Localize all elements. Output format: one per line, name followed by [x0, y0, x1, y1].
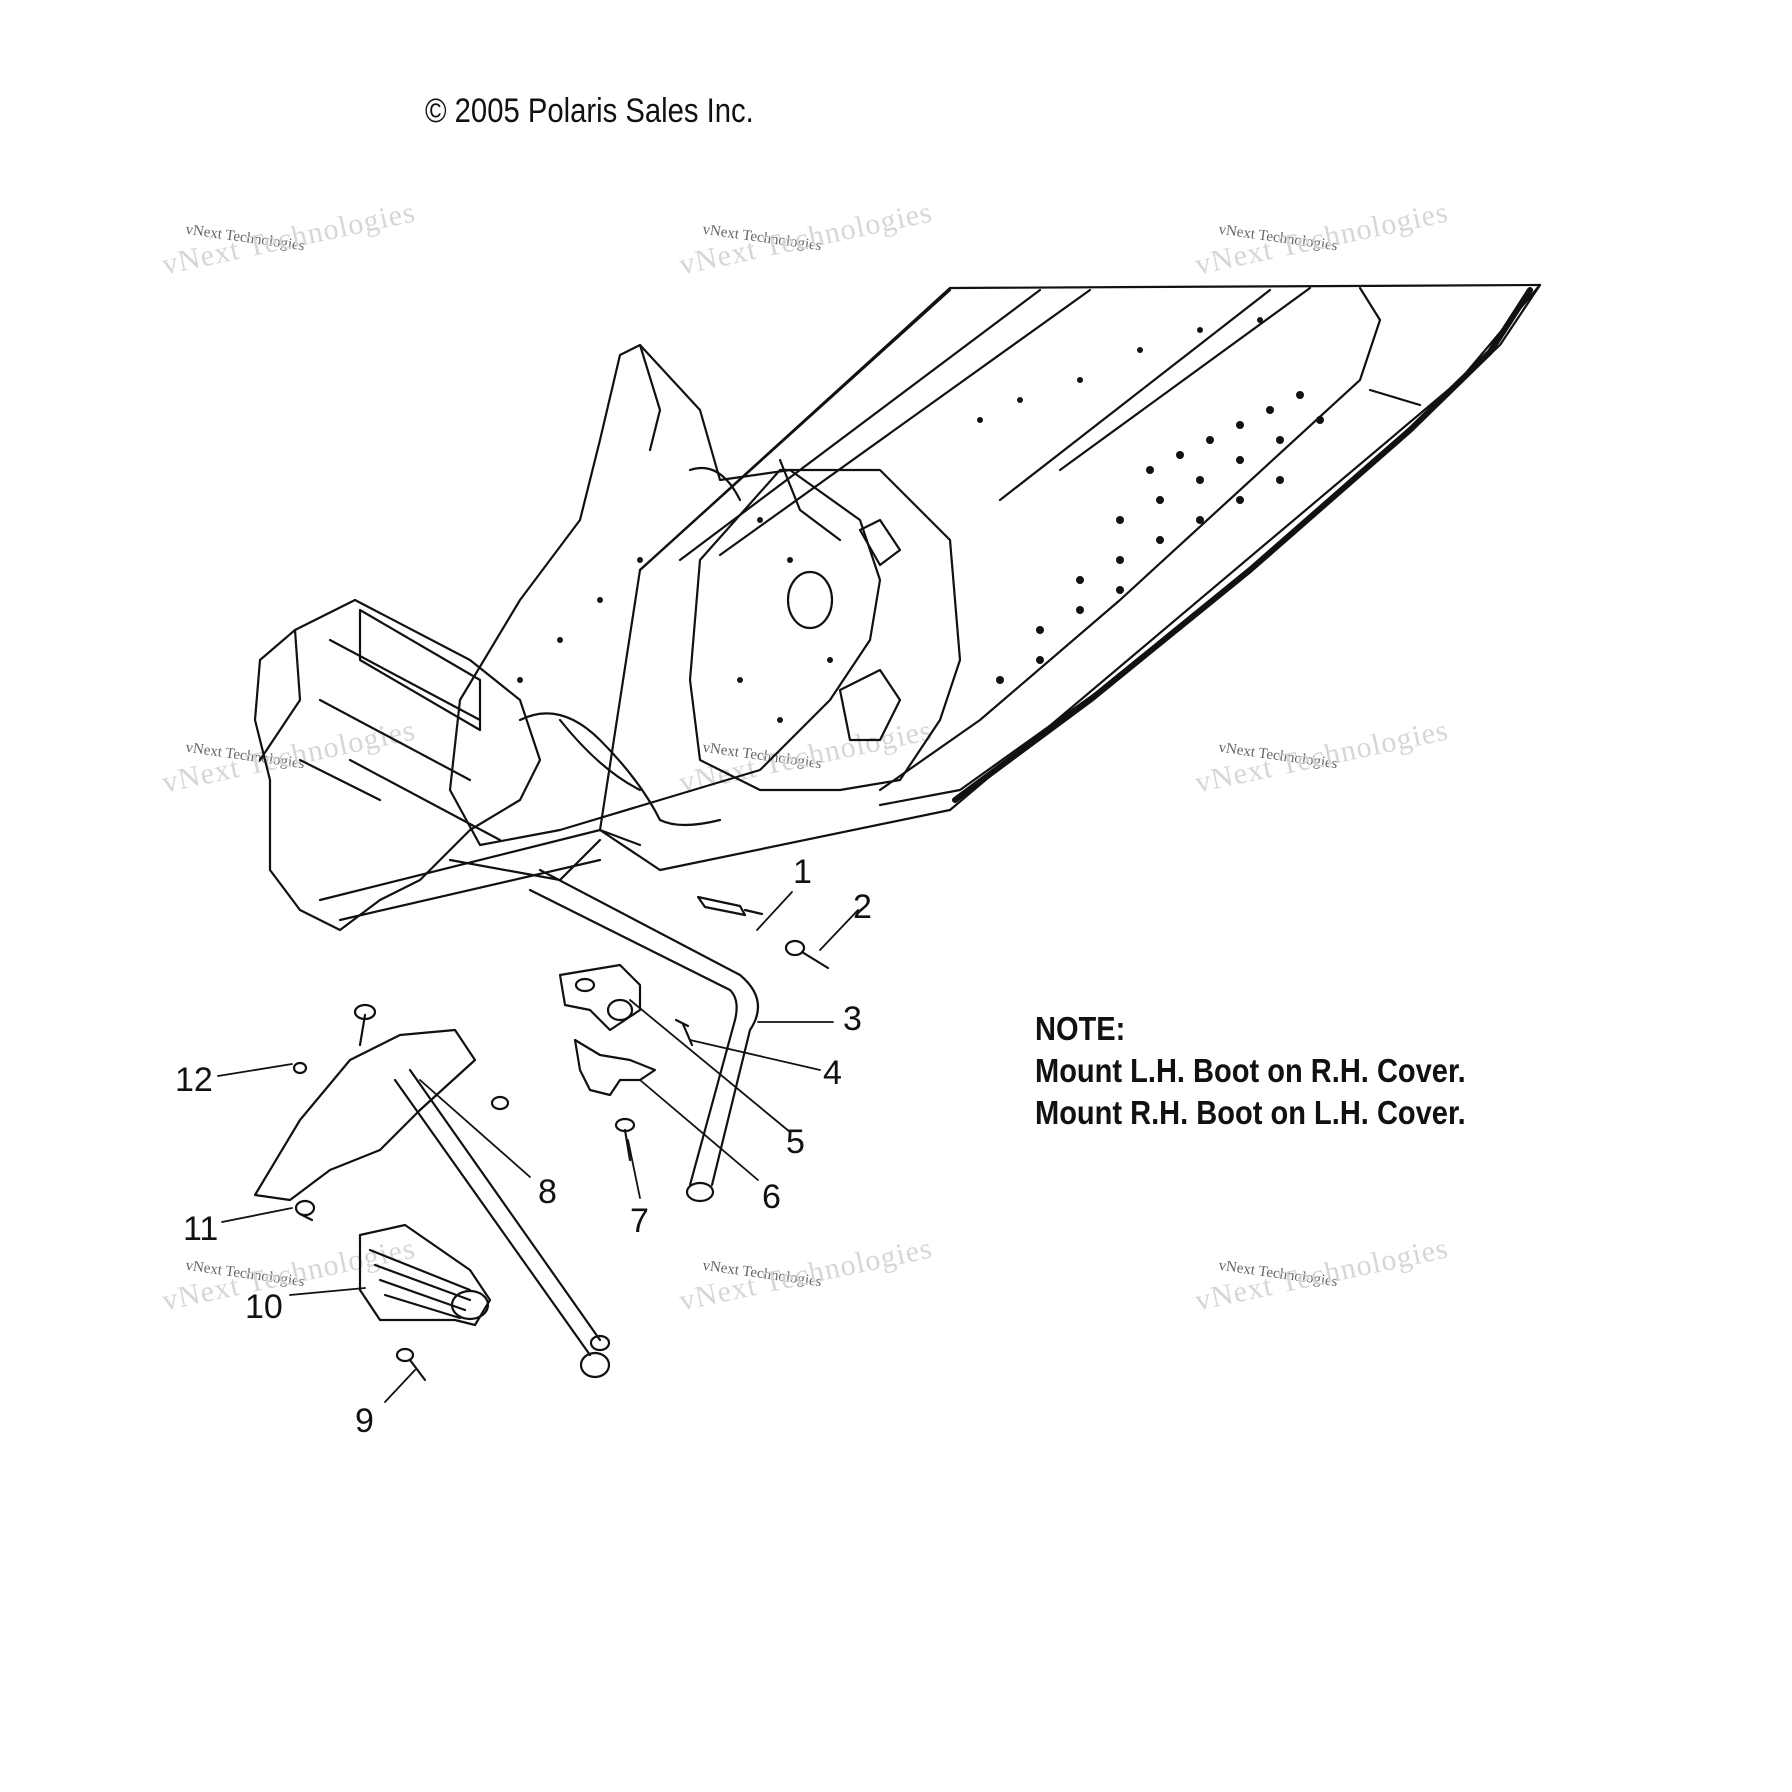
callout-8: 8 [538, 1173, 557, 1211]
part-10-boot [358, 1223, 492, 1327]
callout-labels: 1 2 3 4 5 6 7 8 9 10 11 12 [175, 853, 872, 1440]
part-6-clamp [573, 1038, 657, 1097]
part-12-washer [292, 1061, 308, 1075]
leader-lines [217, 891, 859, 1403]
chassis-tunnel [253, 283, 1542, 932]
part-2-bolt [784, 939, 830, 970]
part-11-bolt [294, 1199, 316, 1222]
part-4-rivet [674, 1018, 694, 1047]
part-3-steering-tube [528, 868, 760, 1203]
callout-3: 3 [843, 1000, 862, 1038]
callout-12: 12 [175, 1061, 213, 1099]
note-line-1: Mount L.H. Boot on R.H. Cover. [1035, 1052, 1466, 1089]
callout-5: 5 [786, 1123, 805, 1161]
note-block: NOTE: Mount L.H. Boot on R.H. Cover. Mou… [1035, 1008, 1466, 1134]
part-1-pin [696, 895, 764, 917]
callout-10: 10 [245, 1288, 283, 1326]
callout-1: 1 [793, 853, 812, 891]
part-7-push-rivet [614, 1117, 636, 1162]
callout-4: 4 [823, 1054, 842, 1092]
callout-11: 11 [183, 1210, 218, 1248]
chassis-holes [517, 317, 1324, 723]
copyright-text: © 2005 Polaris Sales Inc. [425, 92, 754, 130]
part-8-cover-and-tie-rod [253, 1003, 611, 1379]
callout-2: 2 [853, 888, 872, 926]
note-line-2: Mount R.H. Boot on L.H. Cover. [1035, 1094, 1466, 1131]
callout-9: 9 [355, 1402, 374, 1440]
callout-7: 7 [630, 1202, 649, 1240]
note-title: NOTE: [1035, 1010, 1126, 1047]
callout-6: 6 [762, 1178, 781, 1216]
part-9-screw [395, 1347, 427, 1382]
part-5-bracket [558, 963, 642, 1032]
